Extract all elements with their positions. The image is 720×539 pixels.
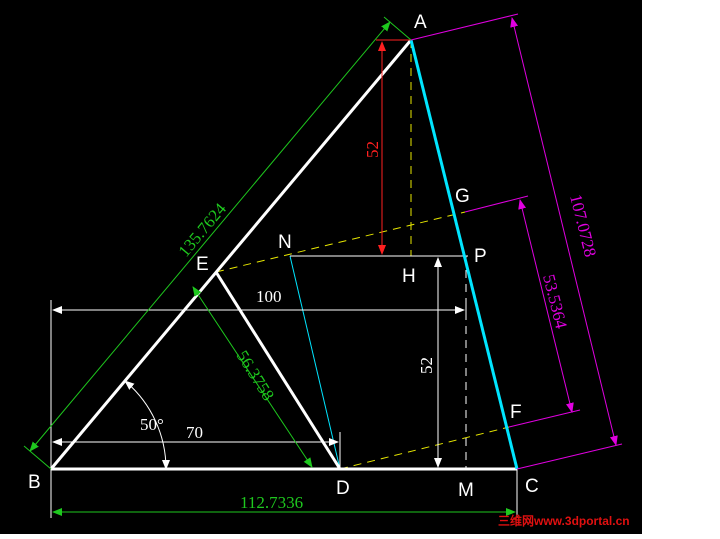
segment-nd bbox=[289, 255, 341, 470]
point-label-h: H bbox=[402, 266, 416, 287]
dim-label-52-pm: 52 bbox=[417, 357, 436, 374]
dim-label-ed: 56.3758 bbox=[233, 347, 278, 404]
dashed-line-df bbox=[339, 426, 510, 470]
dim-line-ed bbox=[192, 286, 313, 468]
cad-drawing-canvas: 100 70 52 50° 52 135.7624 56.3758 112.73… bbox=[0, 0, 642, 534]
point-label-d: D bbox=[336, 478, 350, 499]
point-label-e: E bbox=[196, 254, 209, 275]
point-label-g: G bbox=[455, 186, 470, 207]
angle-label-b: 50° bbox=[140, 415, 164, 434]
dim-line-ab bbox=[29, 21, 391, 452]
side-ac bbox=[409, 39, 519, 470]
dim-label-gf: 53.5364 bbox=[539, 272, 571, 331]
point-label-n: N bbox=[278, 232, 292, 253]
dim-label-bc: 112.7336 bbox=[240, 493, 303, 512]
dim-label-70: 70 bbox=[186, 423, 203, 442]
ext-line-a-green bbox=[383, 16, 412, 41]
dim-label-ac: 107.0728 bbox=[566, 192, 600, 258]
ext-line-b-green bbox=[23, 445, 52, 470]
dim-label-ab: 135.7624 bbox=[175, 199, 231, 260]
side-ab bbox=[49, 39, 413, 470]
ext-line-g-mag bbox=[464, 195, 529, 213]
geometry-diagram: 100 70 52 50° 52 135.7624 56.3758 112.73… bbox=[23, 12, 623, 518]
ext-line-a-mag bbox=[410, 13, 519, 41]
point-label-c: C bbox=[525, 476, 539, 497]
dim-label-100: 100 bbox=[256, 287, 282, 306]
dim-line-gf bbox=[518, 199, 574, 413]
point-label-a: A bbox=[414, 12, 427, 33]
point-label-b: B bbox=[28, 472, 41, 493]
point-label-f: F bbox=[510, 402, 522, 423]
site-watermark: 三维网www.3dportal.cn bbox=[498, 514, 630, 528]
dim-label-52-ah: 52 bbox=[363, 141, 382, 158]
dashed-line-eg bbox=[215, 211, 466, 273]
ext-line-c-mag bbox=[516, 443, 623, 470]
point-label-m: M bbox=[458, 480, 474, 501]
point-label-p: P bbox=[474, 246, 487, 267]
